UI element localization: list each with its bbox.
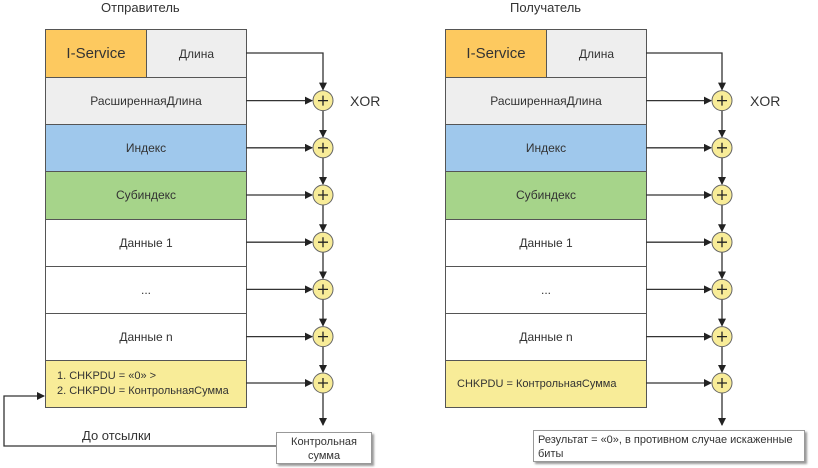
sender-plus-icon-1: [318, 95, 328, 106]
sender-checksum-note: Контрольная сумма: [276, 432, 372, 464]
sender-plus-icon-4: [318, 237, 328, 248]
sender-row-1: РасширеннаяДлина: [46, 78, 246, 126]
receiver-plus-icon-5: [717, 284, 727, 295]
receiver-title: Получатель: [510, 0, 582, 15]
receiver-xor-label: XOR: [750, 93, 781, 109]
sender-plus-icon-2: [318, 142, 328, 153]
receiver-plus-icon-3: [717, 190, 727, 200]
receiver-plus-icon-4: [717, 237, 727, 248]
receiver-row-6: Данные n: [446, 314, 646, 362]
sender-row-3: Субиндекс: [46, 172, 246, 220]
sender-checksum-cell: 1. CHKPDU = «0» > 2. CHKPDU = Контрольна…: [46, 361, 246, 407]
sender-row-4: Данные 1: [46, 219, 246, 267]
sender-loop-label: До отсылки: [82, 428, 151, 443]
receiver-plus-icon-6: [717, 331, 727, 342]
sender-row-6: Данные n: [46, 314, 246, 362]
sender-plus-icon-7: [318, 378, 328, 388]
sender-checksum-line-1: 1. CHKPDU = «0» >: [57, 370, 157, 382]
receiver-row-3: Субиндекс: [446, 172, 646, 220]
receiver-row-4: Данные 1: [446, 219, 646, 267]
sender-feedback-loop-wire: [3, 392, 276, 447]
sender-row-2: Индекс: [46, 125, 246, 173]
sender-length-wire: [246, 52, 327, 91]
sender-checksum-line-2: 2. CHKPDU = КонтрольнаяСумма: [57, 385, 229, 397]
sender-plus-icon-6: [318, 331, 328, 342]
receiver-checksum-cell: CHKPDU = КонтрольнаяСумма: [446, 361, 646, 407]
receiver-plus-icon-7: [717, 378, 727, 388]
receiver-plus-icon-1: [717, 95, 727, 106]
receiver-length-cell: Длина: [547, 30, 646, 78]
receiver-plus-icon-2: [717, 142, 727, 153]
sender-row-5: ...: [46, 266, 246, 314]
sender-title: Отправитель: [101, 0, 180, 15]
receiver-row-2: Индекс: [446, 125, 646, 173]
sender-i-service-cell: I-Service: [46, 30, 147, 78]
sender-plus-icon-3: [318, 190, 328, 200]
sender-length-cell: Длина: [147, 30, 246, 78]
sender-plus-icon-5: [318, 284, 328, 295]
sender-checksum-note-line-2: сумма: [307, 450, 341, 462]
sender-checksum-note-line-1: Контрольная: [291, 436, 357, 448]
receiver-row-5: ...: [446, 266, 646, 314]
receiver-result-note: Результат = «0», в противном случае иска…: [533, 430, 805, 462]
receiver-row-1: РасширеннаяДлина: [446, 78, 646, 126]
sender-xor-label: XOR: [350, 93, 381, 109]
receiver-length-wire: [646, 52, 726, 91]
receiver-i-service-cell: I-Service: [446, 30, 547, 78]
